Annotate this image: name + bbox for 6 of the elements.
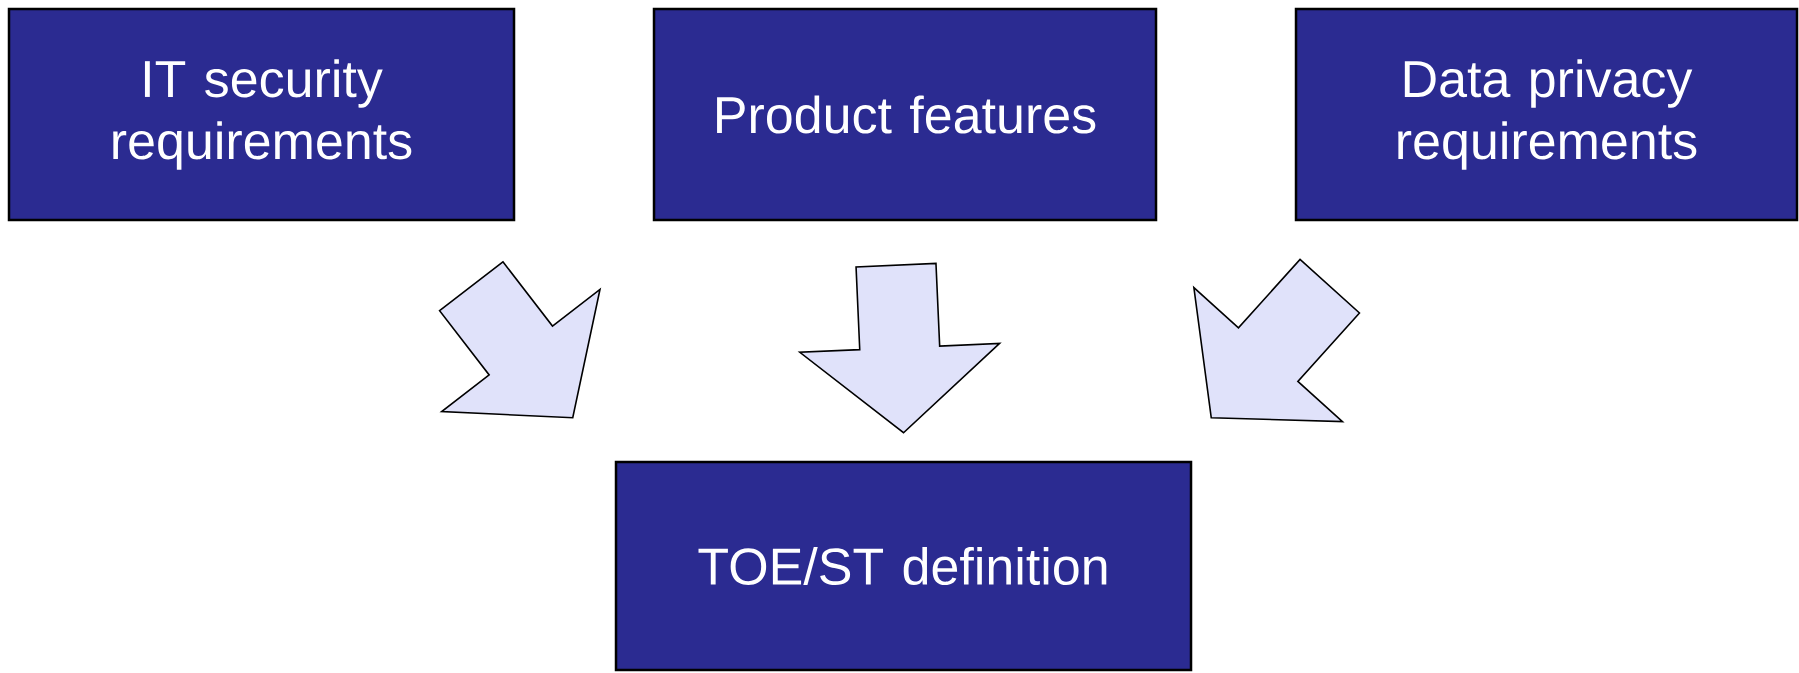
process-box: Product features xyxy=(652,7,1158,222)
process-box: IT security requirements xyxy=(7,7,516,222)
process-box: Data privacy requirements xyxy=(1294,7,1799,222)
block-arrow xyxy=(797,262,1002,434)
process-box: TOE/ST definition xyxy=(614,460,1193,672)
block-arrow xyxy=(1192,258,1361,423)
